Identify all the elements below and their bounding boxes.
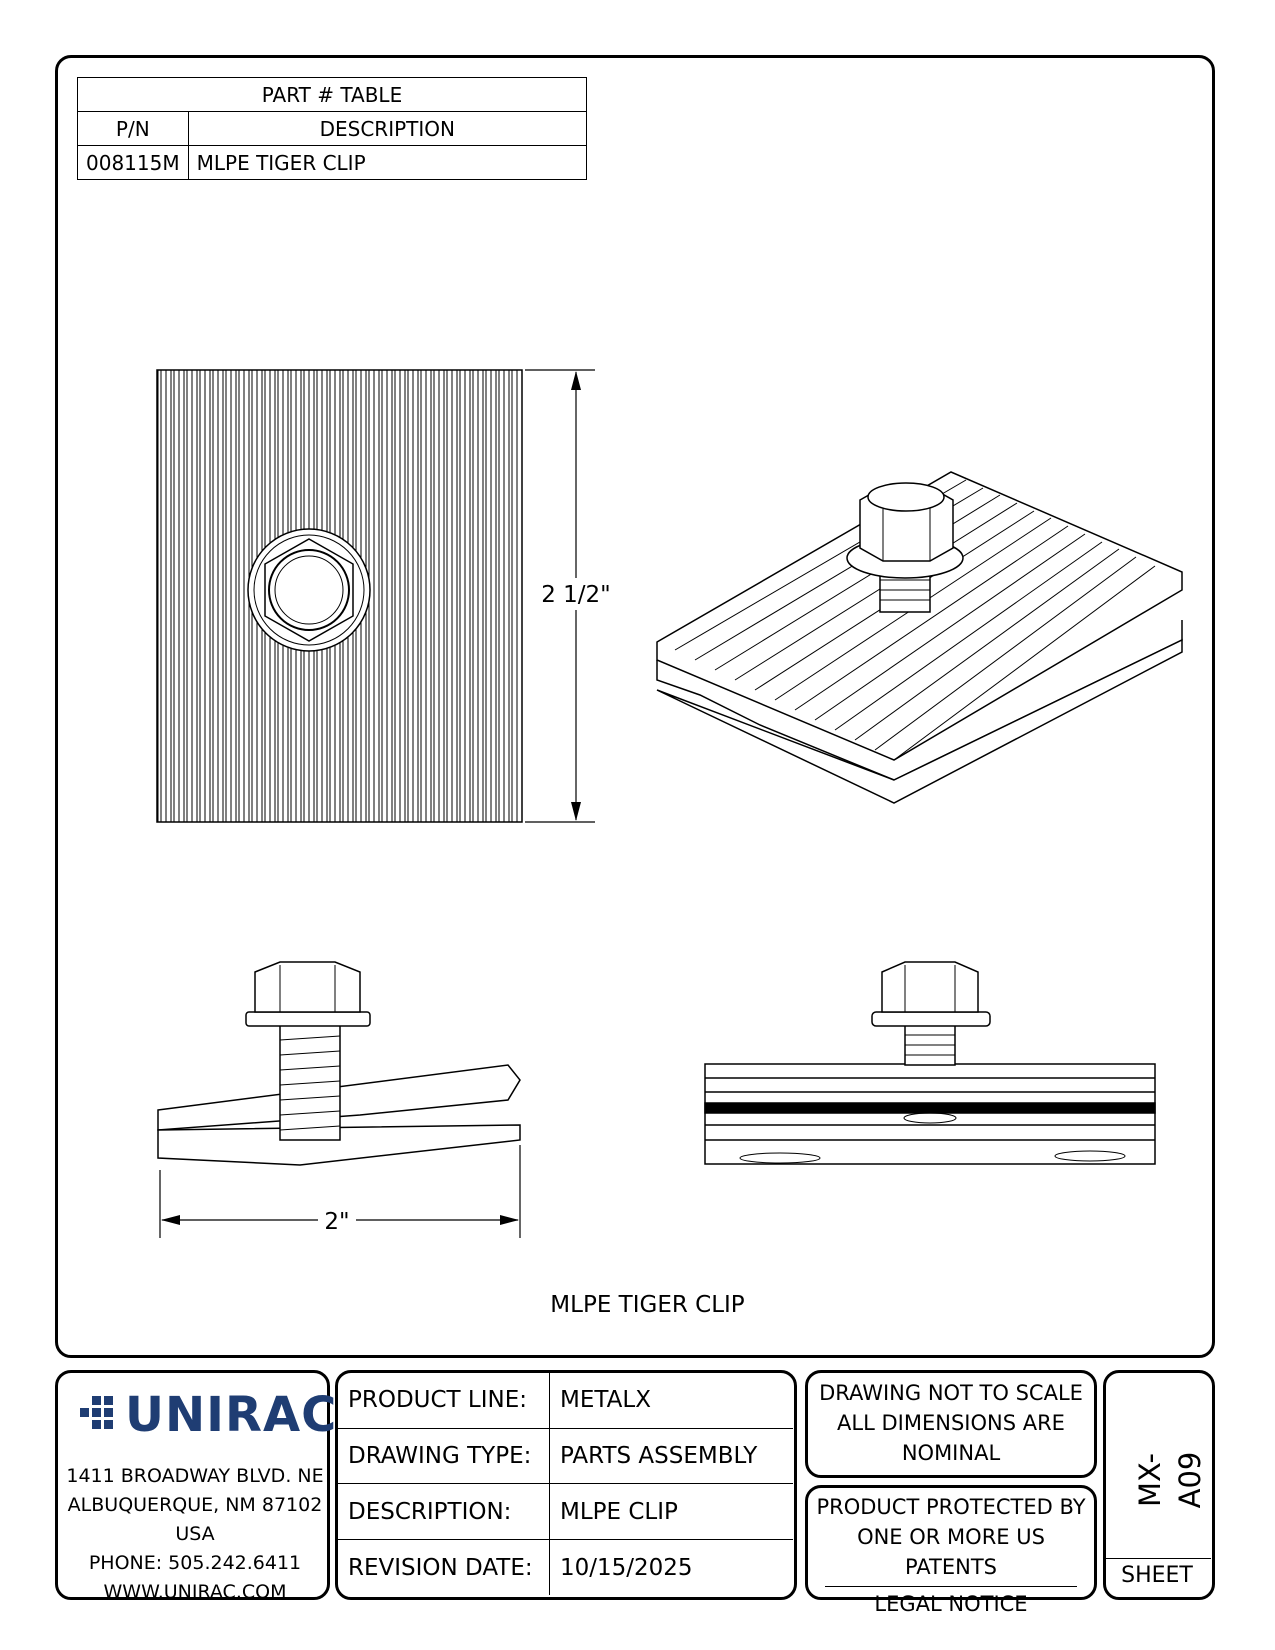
table-row: DRAWING TYPE: PARTS ASSEMBLY <box>338 1428 793 1485</box>
width-dimension: 2" <box>159 1145 521 1238</box>
width-dimension-label: 2" <box>324 1209 349 1235</box>
description-header: DESCRIPTION <box>187 111 588 146</box>
scale-note-line: ALL DIMENSIONS ARE <box>837 1411 1065 1435</box>
side-view <box>157 961 521 1166</box>
company-box <box>55 1370 330 1600</box>
height-dimension: 2 1/2" <box>525 369 611 823</box>
revision-date-value: 10/15/2025 <box>560 1554 693 1581</box>
patent-note: PRODUCT PROTECTED BY ONE OR MORE US PATE… <box>810 1492 1092 1619</box>
scale-note-box <box>805 1370 1097 1478</box>
patent-note-line: PRODUCT PROTECTED BY <box>816 1495 1086 1519</box>
address-line: ALBUQUERQUE, NM 87102 USA <box>67 1494 323 1545</box>
company-name: UNIRAC <box>125 1387 338 1443</box>
drawing-frame <box>55 55 1215 1358</box>
part-number-table: PART # TABLE P/N DESCRIPTION 008115M MLP… <box>77 77 588 180</box>
table-row: DESCRIPTION: MLPE CLIP <box>338 1483 793 1541</box>
description-value: MLPE CLIP <box>549 1483 793 1541</box>
sheet-number: MX-A09 <box>1133 1451 1207 1509</box>
patent-note-line: ONE OR MORE US PATENTS <box>857 1525 1045 1579</box>
title-block-table: PRODUCT LINE: METALX DRAWING TYPE: PARTS… <box>338 1373 793 1595</box>
isometric-view <box>656 471 1183 804</box>
title-block-box <box>335 1370 797 1600</box>
scale-note: DRAWING NOT TO SCALE ALL DIMENSIONS ARE … <box>810 1378 1092 1468</box>
phone-line: PHONE: 505.242.6411 <box>88 1552 302 1574</box>
company-address: 1411 BROADWAY BLVD. NE ALBUQUERQUE, NM 8… <box>60 1462 330 1607</box>
drawing-type-value: PARTS ASSEMBLY <box>549 1428 793 1485</box>
sheet-box <box>1103 1370 1215 1600</box>
sheet-label: SHEET <box>1103 1558 1211 1588</box>
table-row: PRODUCT LINE: METALX <box>338 1373 793 1429</box>
scale-note-line: NOMINAL <box>901 1441 1001 1465</box>
table-row: REVISION DATE: 10/15/2025 <box>338 1539 793 1595</box>
front-view <box>704 961 1156 1165</box>
legal-notice-label: LEGAL NOTICE <box>825 1586 1077 1619</box>
unirac-logo-icon <box>80 1396 113 1429</box>
address-line: 1411 BROADWAY BLVD. NE <box>66 1465 324 1487</box>
part-number-cell: 008115M <box>77 145 189 180</box>
top-view <box>156 369 523 823</box>
patent-note-box <box>805 1485 1097 1600</box>
revision-date-label: REVISION DATE: <box>338 1539 550 1595</box>
drawing-type-label: DRAWING TYPE: <box>338 1428 550 1485</box>
drawing-caption: MLPE TIGER CLIP <box>550 1292 745 1318</box>
part-description-cell: MLPE TIGER CLIP <box>187 145 588 180</box>
height-dimension-label: 2 1/2" <box>541 582 611 608</box>
scale-note-line: DRAWING NOT TO SCALE <box>819 1381 1083 1405</box>
pn-header: P/N <box>77 111 189 146</box>
website-link[interactable]: WWW.UNIRAC.COM <box>103 1581 287 1603</box>
description-label: DESCRIPTION: <box>338 1483 550 1541</box>
product-line-value: METALX <box>549 1373 793 1429</box>
product-line-label: PRODUCT LINE: <box>338 1373 550 1429</box>
table-row: 008115M MLPE TIGER CLIP <box>77 145 588 180</box>
